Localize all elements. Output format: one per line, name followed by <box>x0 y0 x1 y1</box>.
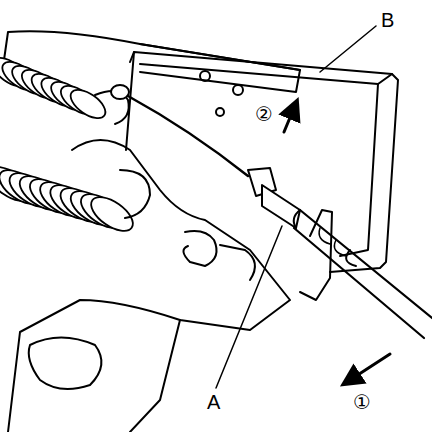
callout-number: ① <box>352 392 372 412</box>
spring-coil <box>85 190 138 237</box>
callout-number: ② <box>254 104 274 124</box>
spring-coil <box>66 84 110 123</box>
part-letter: B <box>380 10 395 30</box>
part-letter: A <box>206 392 221 412</box>
